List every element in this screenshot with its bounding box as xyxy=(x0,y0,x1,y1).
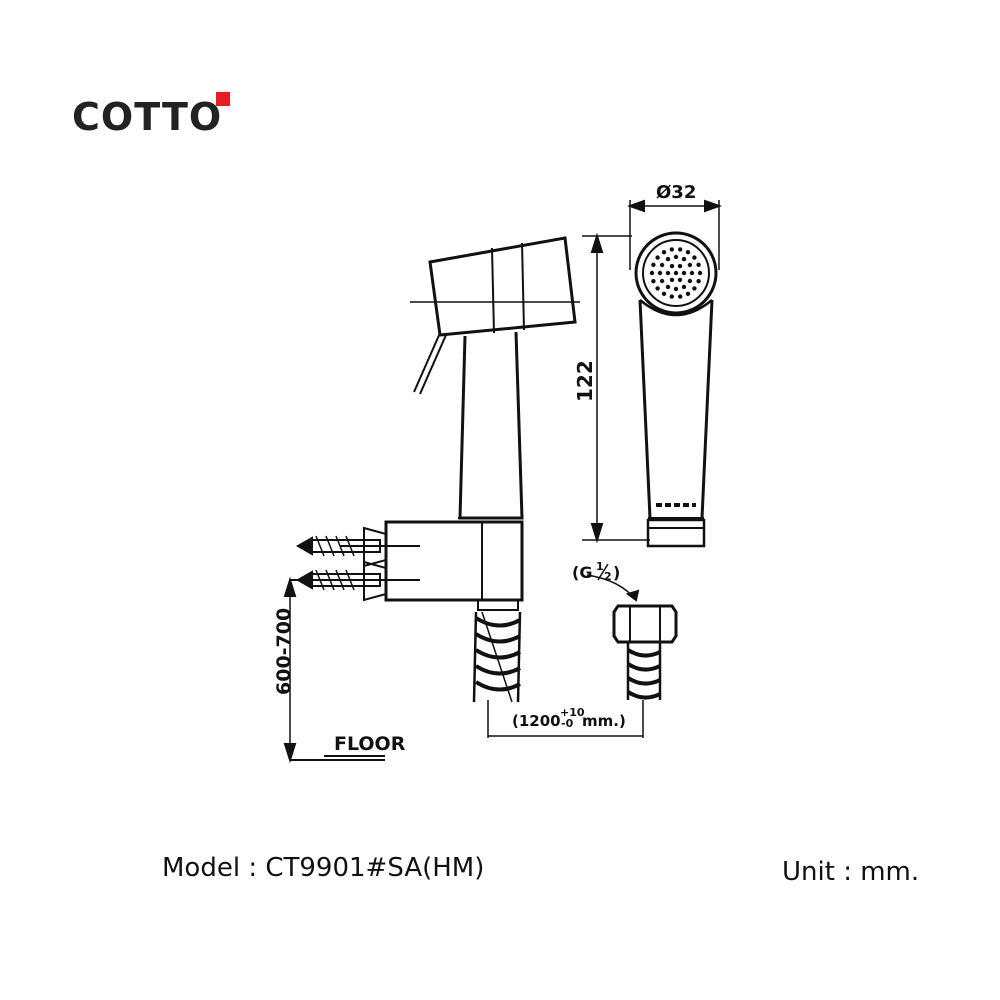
nozzle-hole xyxy=(669,247,674,252)
hose-length-dimension xyxy=(487,700,644,738)
thread-fraction-slash xyxy=(597,563,609,581)
nozzle-hole xyxy=(665,270,671,276)
nozzle-hole xyxy=(665,256,671,262)
hose-unit-label: mm.) xyxy=(582,712,626,730)
nozzle-hole xyxy=(689,270,695,276)
nozzle-hole xyxy=(657,270,663,276)
thread-denominator: 2 xyxy=(604,570,612,583)
wall-bracket xyxy=(384,520,524,611)
nozzle-hole xyxy=(661,291,667,296)
nozzle-hole xyxy=(681,256,687,262)
nozzle-holes xyxy=(649,247,703,299)
thread-connector xyxy=(586,574,678,700)
diameter-label: Ø32 xyxy=(656,182,696,203)
diameter-dimension xyxy=(627,199,722,270)
nozzle-hole xyxy=(687,262,693,268)
hose-length-label: (1200 xyxy=(512,712,561,730)
nozzle-hole xyxy=(696,262,701,267)
mount-height-label: 600-700 xyxy=(273,608,295,695)
nozzle-hole xyxy=(665,284,671,290)
nozzle-hole xyxy=(651,279,656,284)
hose-left xyxy=(472,611,522,703)
screw-anchors xyxy=(290,526,420,602)
thread-close: ) xyxy=(613,563,620,582)
nozzle-hole xyxy=(681,270,687,276)
nozzle-hole xyxy=(677,263,683,269)
floor-label: FLOOR xyxy=(334,733,406,755)
nozzle-hole xyxy=(677,277,683,283)
mount-height-dimension xyxy=(283,576,385,764)
nozzle-hole xyxy=(692,255,697,260)
brand-logo: COTTO xyxy=(72,92,252,142)
brand-accent-square xyxy=(216,92,230,106)
hose-tolerance-plus: +10 xyxy=(560,706,585,719)
nozzle-hole xyxy=(669,263,675,269)
nozzle-hole xyxy=(655,255,660,260)
nozzle-hole xyxy=(685,291,691,296)
nozzle-hole xyxy=(692,286,697,291)
nozzle-hole xyxy=(685,250,691,255)
nozzle-hole xyxy=(673,286,679,292)
height-label: 122 xyxy=(573,360,597,402)
nozzle-hole xyxy=(687,278,693,284)
nozzle-hole xyxy=(678,247,683,252)
spray-head-side xyxy=(410,236,580,520)
spray-head-front xyxy=(634,231,718,548)
nozzle-hole xyxy=(655,286,660,291)
nozzle-hole xyxy=(651,262,656,267)
height-dimension xyxy=(582,232,650,544)
nozzle-hole xyxy=(678,294,683,299)
thread-open: (G xyxy=(572,563,592,582)
nozzle-hole xyxy=(673,270,679,276)
nozzle-hole xyxy=(659,262,665,268)
nozzle-hole xyxy=(661,250,667,255)
thread-numerator: 1 xyxy=(596,560,604,573)
nozzle-hole xyxy=(697,270,703,276)
brand-name: COTTO xyxy=(72,95,223,139)
nozzle-hole xyxy=(673,254,679,260)
hose-tolerance-minus: -0 xyxy=(561,717,574,730)
nozzle-hole xyxy=(669,277,675,283)
nozzle-hole xyxy=(681,284,687,290)
nozzle-hole xyxy=(649,270,655,276)
unit-label: Unit : mm. xyxy=(782,857,920,887)
nozzle-hole xyxy=(669,294,674,299)
model-label: Model : CT9901#SA(HM) xyxy=(162,853,485,883)
nozzle-hole xyxy=(696,279,701,284)
nozzle-hole xyxy=(659,278,665,284)
